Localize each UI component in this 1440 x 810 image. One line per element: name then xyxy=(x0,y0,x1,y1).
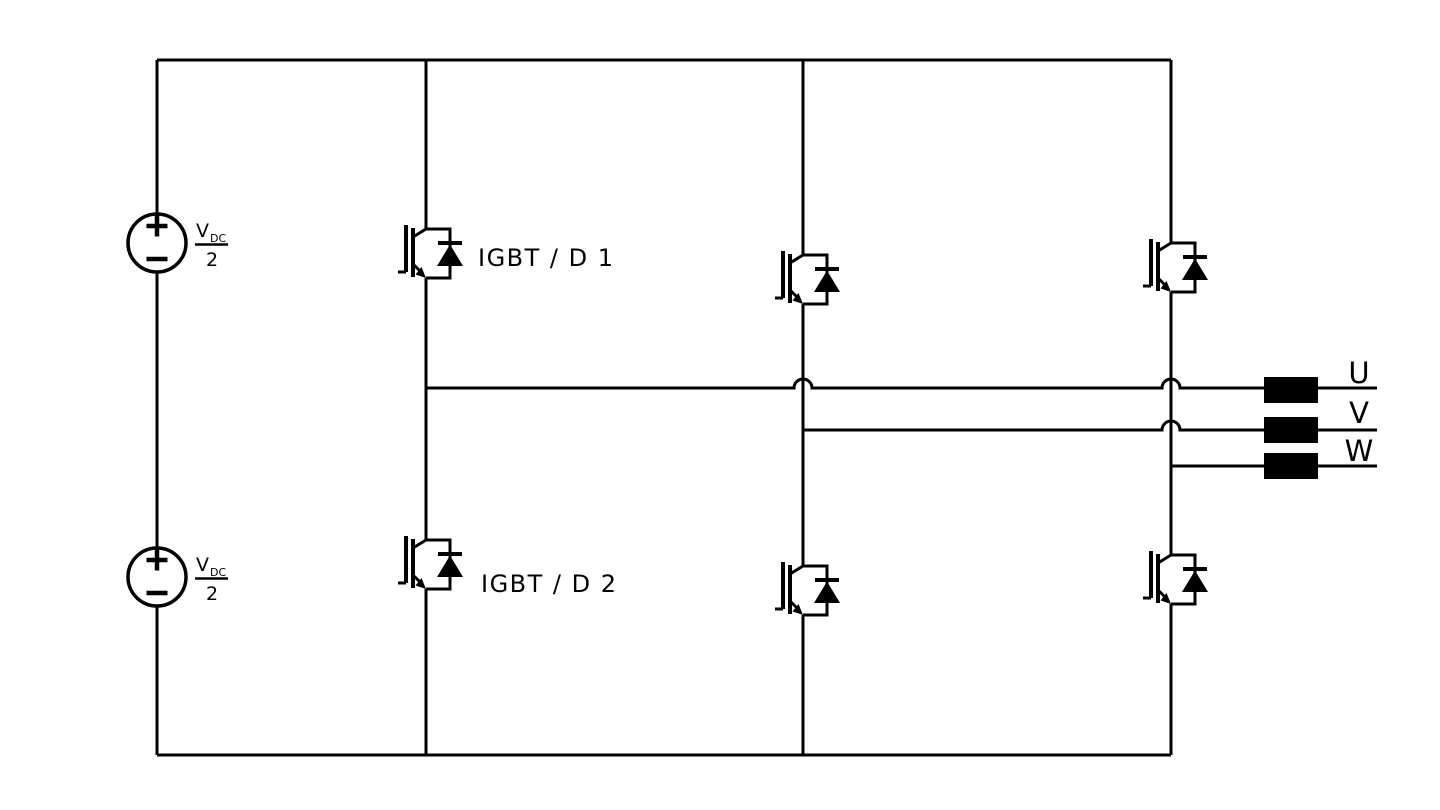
igbt-with-diode-symbol-leg1-top xyxy=(396,223,465,280)
source-voltage-symbol: V xyxy=(196,554,209,576)
igbt-d1-label: IGBT / D 1 xyxy=(478,244,615,272)
dc-source-bottom: V DC 2 xyxy=(126,546,228,608)
phase-u-line xyxy=(426,377,1377,390)
inverter-leg-3 xyxy=(1141,60,1210,755)
dc-source-top: V DC 2 xyxy=(126,212,228,274)
dc-source-top-value: V DC 2 xyxy=(195,220,228,271)
phase-w-label: W xyxy=(1345,434,1374,468)
phase-u-connector-block xyxy=(1264,377,1318,403)
phase-u-label: U xyxy=(1348,356,1369,390)
inverter-leg-1: IGBT / D 1 IGBT / D 2 xyxy=(396,60,618,755)
source-voltage-subscript: DC xyxy=(210,232,226,245)
igbt-with-diode-symbol-leg2-top xyxy=(773,249,842,306)
source-voltage-symbol: V xyxy=(196,220,209,242)
plus-icon xyxy=(146,549,168,571)
source-voltage-denominator: 2 xyxy=(206,583,218,605)
igbt-with-diode-symbol-leg3-bottom xyxy=(1141,549,1210,606)
phase-w-connector-block xyxy=(1264,453,1318,479)
source-voltage-denominator: 2 xyxy=(206,249,218,271)
igbt-with-diode-symbol-leg1-bottom xyxy=(396,534,465,591)
inverter-leg-2 xyxy=(773,60,842,755)
dc-source-top-circle xyxy=(126,212,188,274)
phase-v-label: V xyxy=(1349,396,1369,430)
igbt-with-diode-symbol-leg2-bottom xyxy=(773,560,842,617)
source-voltage-subscript: DC xyxy=(210,566,226,579)
igbt-d2-label: IGBT / D 2 xyxy=(481,570,618,598)
phase-v-connector-block xyxy=(1264,417,1318,443)
igbt-with-diode-symbol-leg3-top xyxy=(1141,237,1210,294)
phase-v-line xyxy=(803,419,1377,432)
plus-icon xyxy=(146,215,168,237)
dc-source-bottom-circle xyxy=(126,546,188,608)
dc-source-bottom-value: V DC 2 xyxy=(195,554,228,605)
